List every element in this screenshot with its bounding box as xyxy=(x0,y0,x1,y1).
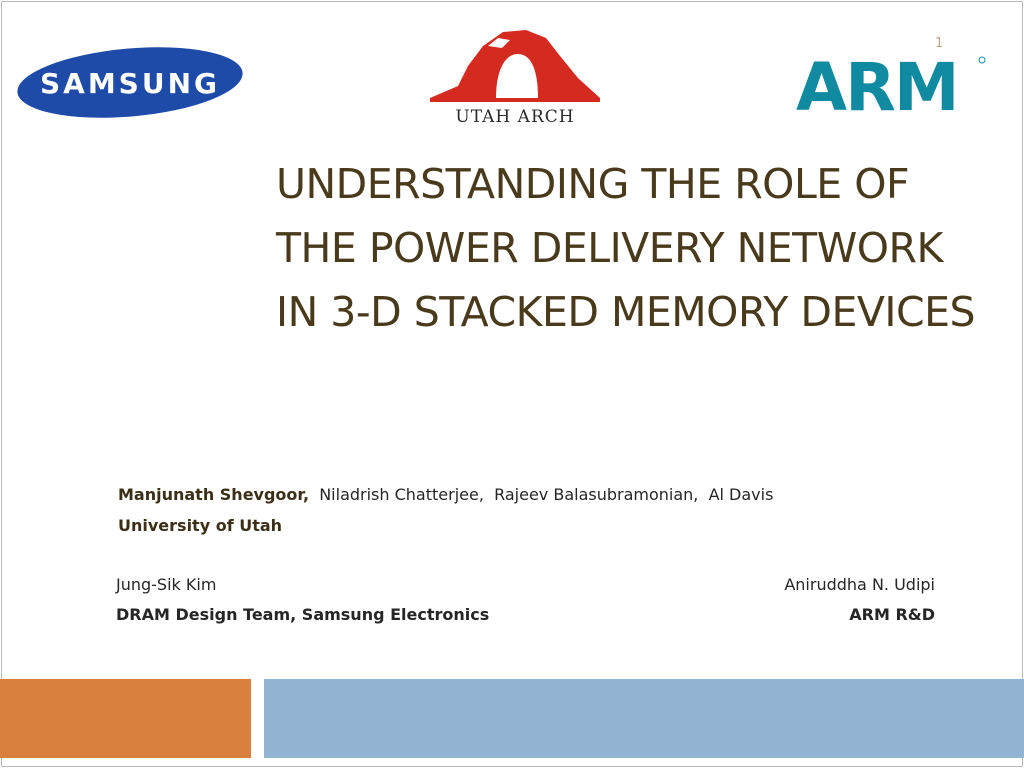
utah-arch-logo-text: UTAH ARCH xyxy=(455,107,574,126)
coauthor-right-org: ARM R&D xyxy=(849,605,935,624)
decorative-bar-blue xyxy=(264,679,1024,758)
slide-title: UNDERSTANDING THE ROLE OF THE POWER DELI… xyxy=(276,160,976,336)
author-primary: Manjunath Shevgoor, xyxy=(118,485,310,504)
author: Rajeev Balasubramonian, xyxy=(494,485,699,504)
slide-number: 1 xyxy=(935,36,944,51)
samsung-logo: SAMSUNG xyxy=(17,47,243,118)
author: Niladrish Chatterjee, xyxy=(319,485,484,504)
coauthor-left-org: DRAM Design Team, Samsung Electronics xyxy=(116,605,490,624)
author-list: Manjunath Shevgoor, Niladrish Chatterjee… xyxy=(118,485,938,504)
author: Al Davis xyxy=(708,485,774,504)
arm-logo: ARM xyxy=(796,52,986,114)
utah-arch-logo: UTAH ARCH xyxy=(430,30,600,126)
coauthor-right: Aniruddha N. Udipi xyxy=(784,575,935,594)
affiliation: University of Utah xyxy=(118,516,283,535)
decorative-bar-orange xyxy=(0,679,251,758)
coauthor-left: Jung-Sik Kim xyxy=(116,575,217,594)
arm-logo-text: ARM xyxy=(796,52,958,114)
samsung-logo-text: SAMSUNG xyxy=(40,67,220,100)
